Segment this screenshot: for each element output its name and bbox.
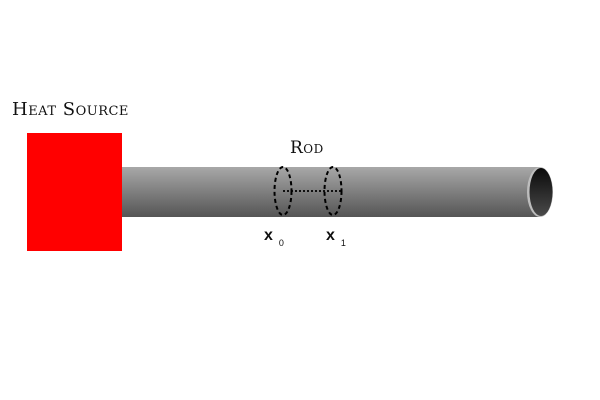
marker-x1-label: x 1 xyxy=(326,227,346,248)
rod-end-opening xyxy=(529,168,553,216)
cross-sections xyxy=(273,166,343,216)
marker-x0-label: x 0 xyxy=(264,227,284,248)
cross-section-x1 xyxy=(323,166,343,216)
heat-source-block xyxy=(27,133,122,251)
heat-source-label: Heat Source xyxy=(12,99,129,120)
rod xyxy=(120,167,553,217)
rod-label: Rod xyxy=(290,138,324,158)
